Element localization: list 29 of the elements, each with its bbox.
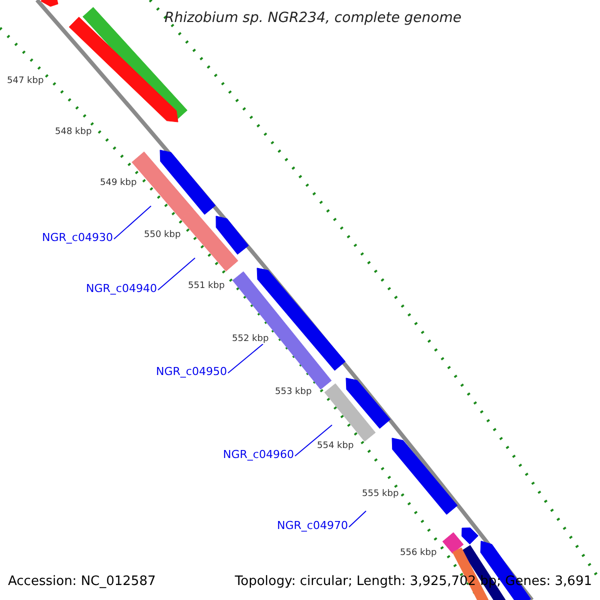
title: Rhizobium sp. NGR234, complete genome xyxy=(164,10,462,26)
gene-label: NGR_c04930 xyxy=(42,232,113,243)
gene-bar xyxy=(324,383,376,442)
scale-label: 550 kbp xyxy=(144,231,181,240)
scale-label: 554 kbp xyxy=(317,442,354,451)
gene-bar xyxy=(40,0,58,7)
gene-bar xyxy=(180,208,238,272)
gene-bar xyxy=(346,378,391,429)
scale-label: 547 kbp xyxy=(7,77,44,86)
scale-label: 553 kbp xyxy=(275,388,312,397)
gene-label: NGR_c04960 xyxy=(223,449,294,460)
leader-line xyxy=(114,206,152,240)
gene-label: NGR_c04940 xyxy=(86,283,157,294)
gene-label: NGR_c04950 xyxy=(156,366,227,377)
leader-line xyxy=(158,258,196,290)
scale-label: 552 kbp xyxy=(232,335,269,344)
footer-text: Accession: NC_012587 xyxy=(8,575,156,588)
scale-label: 555 kbp xyxy=(362,490,399,499)
scale-label: 551 kbp xyxy=(188,282,225,291)
scale-label: 549 kbp xyxy=(100,179,137,188)
gene-bar xyxy=(160,150,216,215)
leader-line xyxy=(294,424,332,456)
scale-label: 548 kbp xyxy=(55,128,92,137)
scale-label: 556 kbp xyxy=(400,549,437,558)
gene-bar xyxy=(442,532,464,554)
leader-line xyxy=(348,510,366,528)
leader-line xyxy=(228,344,264,374)
gene-label: NGR_c04970 xyxy=(277,520,348,531)
gene-bar xyxy=(216,216,249,255)
